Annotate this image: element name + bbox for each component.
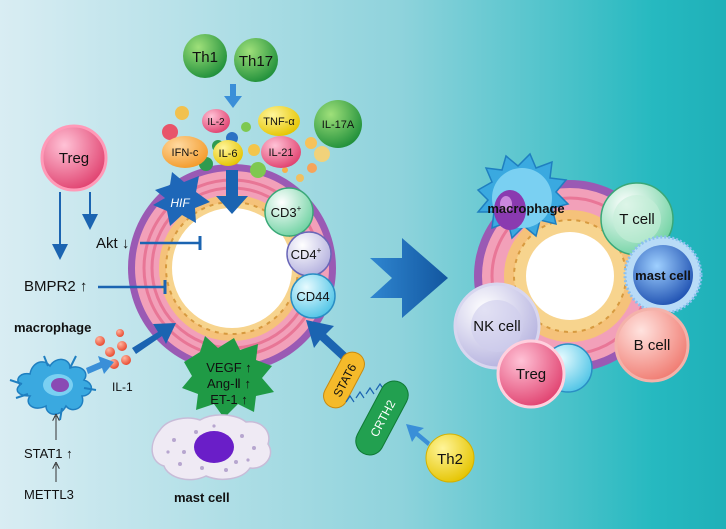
mettl3-label: METTL3	[24, 487, 74, 502]
th2-label: Th2	[437, 451, 463, 468]
cytokine-arrow	[216, 170, 248, 214]
ifn-blob	[162, 136, 208, 168]
hif-star	[153, 172, 210, 226]
nk-cell-label: NK cell	[473, 318, 521, 335]
mast-cell-right-label: mast cell	[635, 268, 691, 283]
th1-label: Th1	[192, 49, 218, 66]
treg-left-cell	[40, 124, 108, 192]
treg-right-label: Treg	[516, 366, 546, 383]
macrophage-left-cell	[9, 355, 97, 421]
il2-blob	[202, 109, 230, 133]
il6-label: IL-6	[219, 148, 238, 160]
th2-arrow	[406, 424, 430, 446]
il21-label: IL-21	[268, 147, 293, 159]
macrophage-right-label: macrophage	[487, 201, 564, 216]
mast-cell-left-label: mast cell	[174, 490, 230, 505]
et1-label: ET-1 ↑	[210, 392, 248, 407]
stat1-label: STAT1 ↑	[24, 446, 73, 461]
macrophage-left-label: macrophage	[14, 320, 91, 335]
vegf-star	[182, 336, 274, 418]
th17-label: Th17	[239, 53, 273, 70]
t-cell-label: T cell	[619, 211, 655, 228]
stat6-to-vessel-arrow	[306, 320, 352, 364]
il6-blob	[213, 140, 243, 166]
treg-right-cell	[496, 339, 566, 409]
il17a-label: IL-17A	[322, 119, 355, 131]
cd3-label: CD3+	[271, 204, 302, 220]
bmpr2-label: BMPR2 ↑	[24, 278, 87, 295]
ifn-label: IFN-c	[172, 147, 199, 159]
th1-cell	[183, 34, 227, 78]
th-arrow	[224, 84, 242, 108]
th17-cell	[234, 38, 278, 82]
il1-to-vessel-arrow	[132, 323, 176, 354]
tnf-blob	[258, 106, 300, 136]
th2-cell	[425, 433, 475, 483]
cd3-cell	[264, 187, 314, 237]
macrophage-right-cell	[476, 152, 570, 240]
cd44-cell	[290, 273, 336, 319]
mast-cell-right	[623, 235, 703, 315]
il21-blob	[261, 136, 301, 168]
b-cell	[614, 307, 690, 383]
il1-dots	[95, 329, 131, 369]
il1-label: IL-1	[112, 380, 133, 394]
b-cell-label: B cell	[634, 337, 671, 354]
il2-label: IL-2	[207, 117, 225, 128]
treg-left-label: Treg	[59, 150, 89, 167]
cd4-label: CD4+	[291, 246, 322, 262]
mast-cell-left	[151, 414, 272, 481]
cd44-label: CD44	[296, 289, 329, 304]
akt-label: Akt ↓	[96, 235, 129, 252]
ang-label: Ang-Ⅱ ↑	[207, 376, 251, 391]
cytokine-cluster	[162, 106, 330, 182]
transition-arrow	[370, 238, 448, 318]
il17a-blob	[314, 100, 362, 148]
vegf-label: VEGF ↑	[206, 360, 252, 375]
hif-label: HIF	[170, 196, 190, 210]
tnf-label: TNF-α	[263, 116, 295, 128]
macrophage-to-il1-arrow	[86, 356, 114, 374]
